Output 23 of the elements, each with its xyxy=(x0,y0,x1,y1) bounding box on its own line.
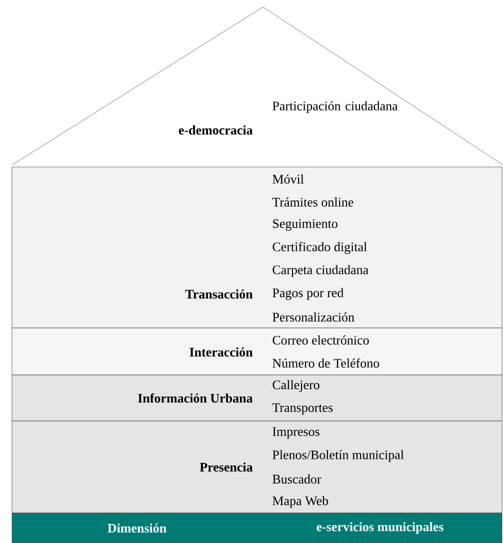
service-item: Impresos xyxy=(272,427,320,439)
column-heading: e-servicios municipales xyxy=(316,522,444,534)
service-item: Transportes xyxy=(272,403,333,415)
service-item: Buscador xyxy=(272,474,322,484)
service-item: Número de Teléfono xyxy=(272,358,380,368)
service-item: Carpeta ciudadana xyxy=(272,265,368,277)
layer-title: e-democracia xyxy=(178,125,253,135)
service-item: Correo electrónico xyxy=(272,335,369,345)
service-item: Móvil xyxy=(272,174,304,184)
service-text: Participación ciudadana xyxy=(272,101,398,113)
service-item: Callejero xyxy=(272,380,320,392)
service-item: Certificado digital xyxy=(272,242,367,254)
service-item: Seguimiento xyxy=(273,219,338,231)
layer-title: Interacción xyxy=(190,347,253,357)
service-item: Pagos por red xyxy=(272,288,344,300)
service-item: Plenos/Boletín municipal xyxy=(272,450,404,462)
service-item: Mapa Web xyxy=(272,496,328,508)
layer-title: Información Urbana xyxy=(138,393,253,403)
layer-title: Presencia xyxy=(200,462,253,472)
service-item: Trámites online xyxy=(272,197,354,207)
layer-title: Transacción xyxy=(185,289,253,299)
service-item: Personalización xyxy=(272,312,354,322)
column-heading: Dimensión xyxy=(108,523,166,533)
